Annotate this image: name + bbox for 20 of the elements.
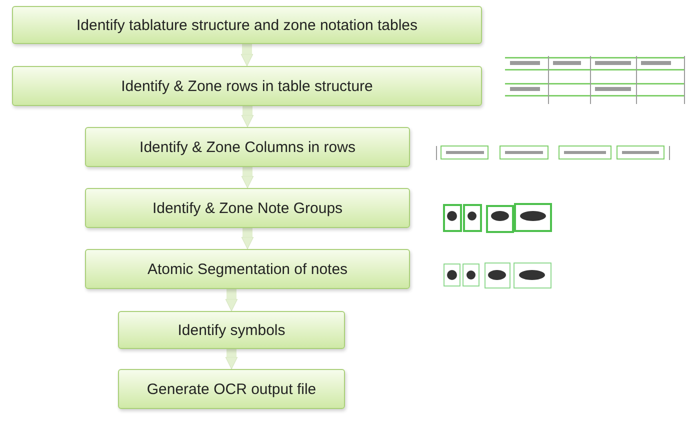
process-box — [12, 6, 482, 44]
step-label: Atomic Segmentation of notes — [147, 260, 348, 278]
step-label: Identify tablature structure and zone notation tables — [76, 16, 418, 34]
arrow — [225, 289, 238, 312]
process-box — [85, 249, 410, 289]
process-box — [85, 188, 410, 228]
arrow — [225, 349, 238, 370]
step-label: Identify & Zone Columns in rows — [140, 138, 356, 156]
step-label: Identify & Zone Note Groups — [152, 200, 343, 216]
arrow — [241, 106, 254, 128]
step-label: Generate OCR output file — [146, 380, 316, 398]
process-box — [118, 369, 345, 409]
process-box — [12, 66, 482, 106]
arrow — [241, 228, 254, 250]
process-box — [85, 127, 410, 167]
arrow — [240, 44, 254, 66]
step-label: Identify & Zone rows in table structure — [121, 78, 373, 94]
arrow — [241, 167, 254, 188]
process-box — [118, 311, 345, 349]
step-label: Identify symbols — [178, 322, 286, 338]
